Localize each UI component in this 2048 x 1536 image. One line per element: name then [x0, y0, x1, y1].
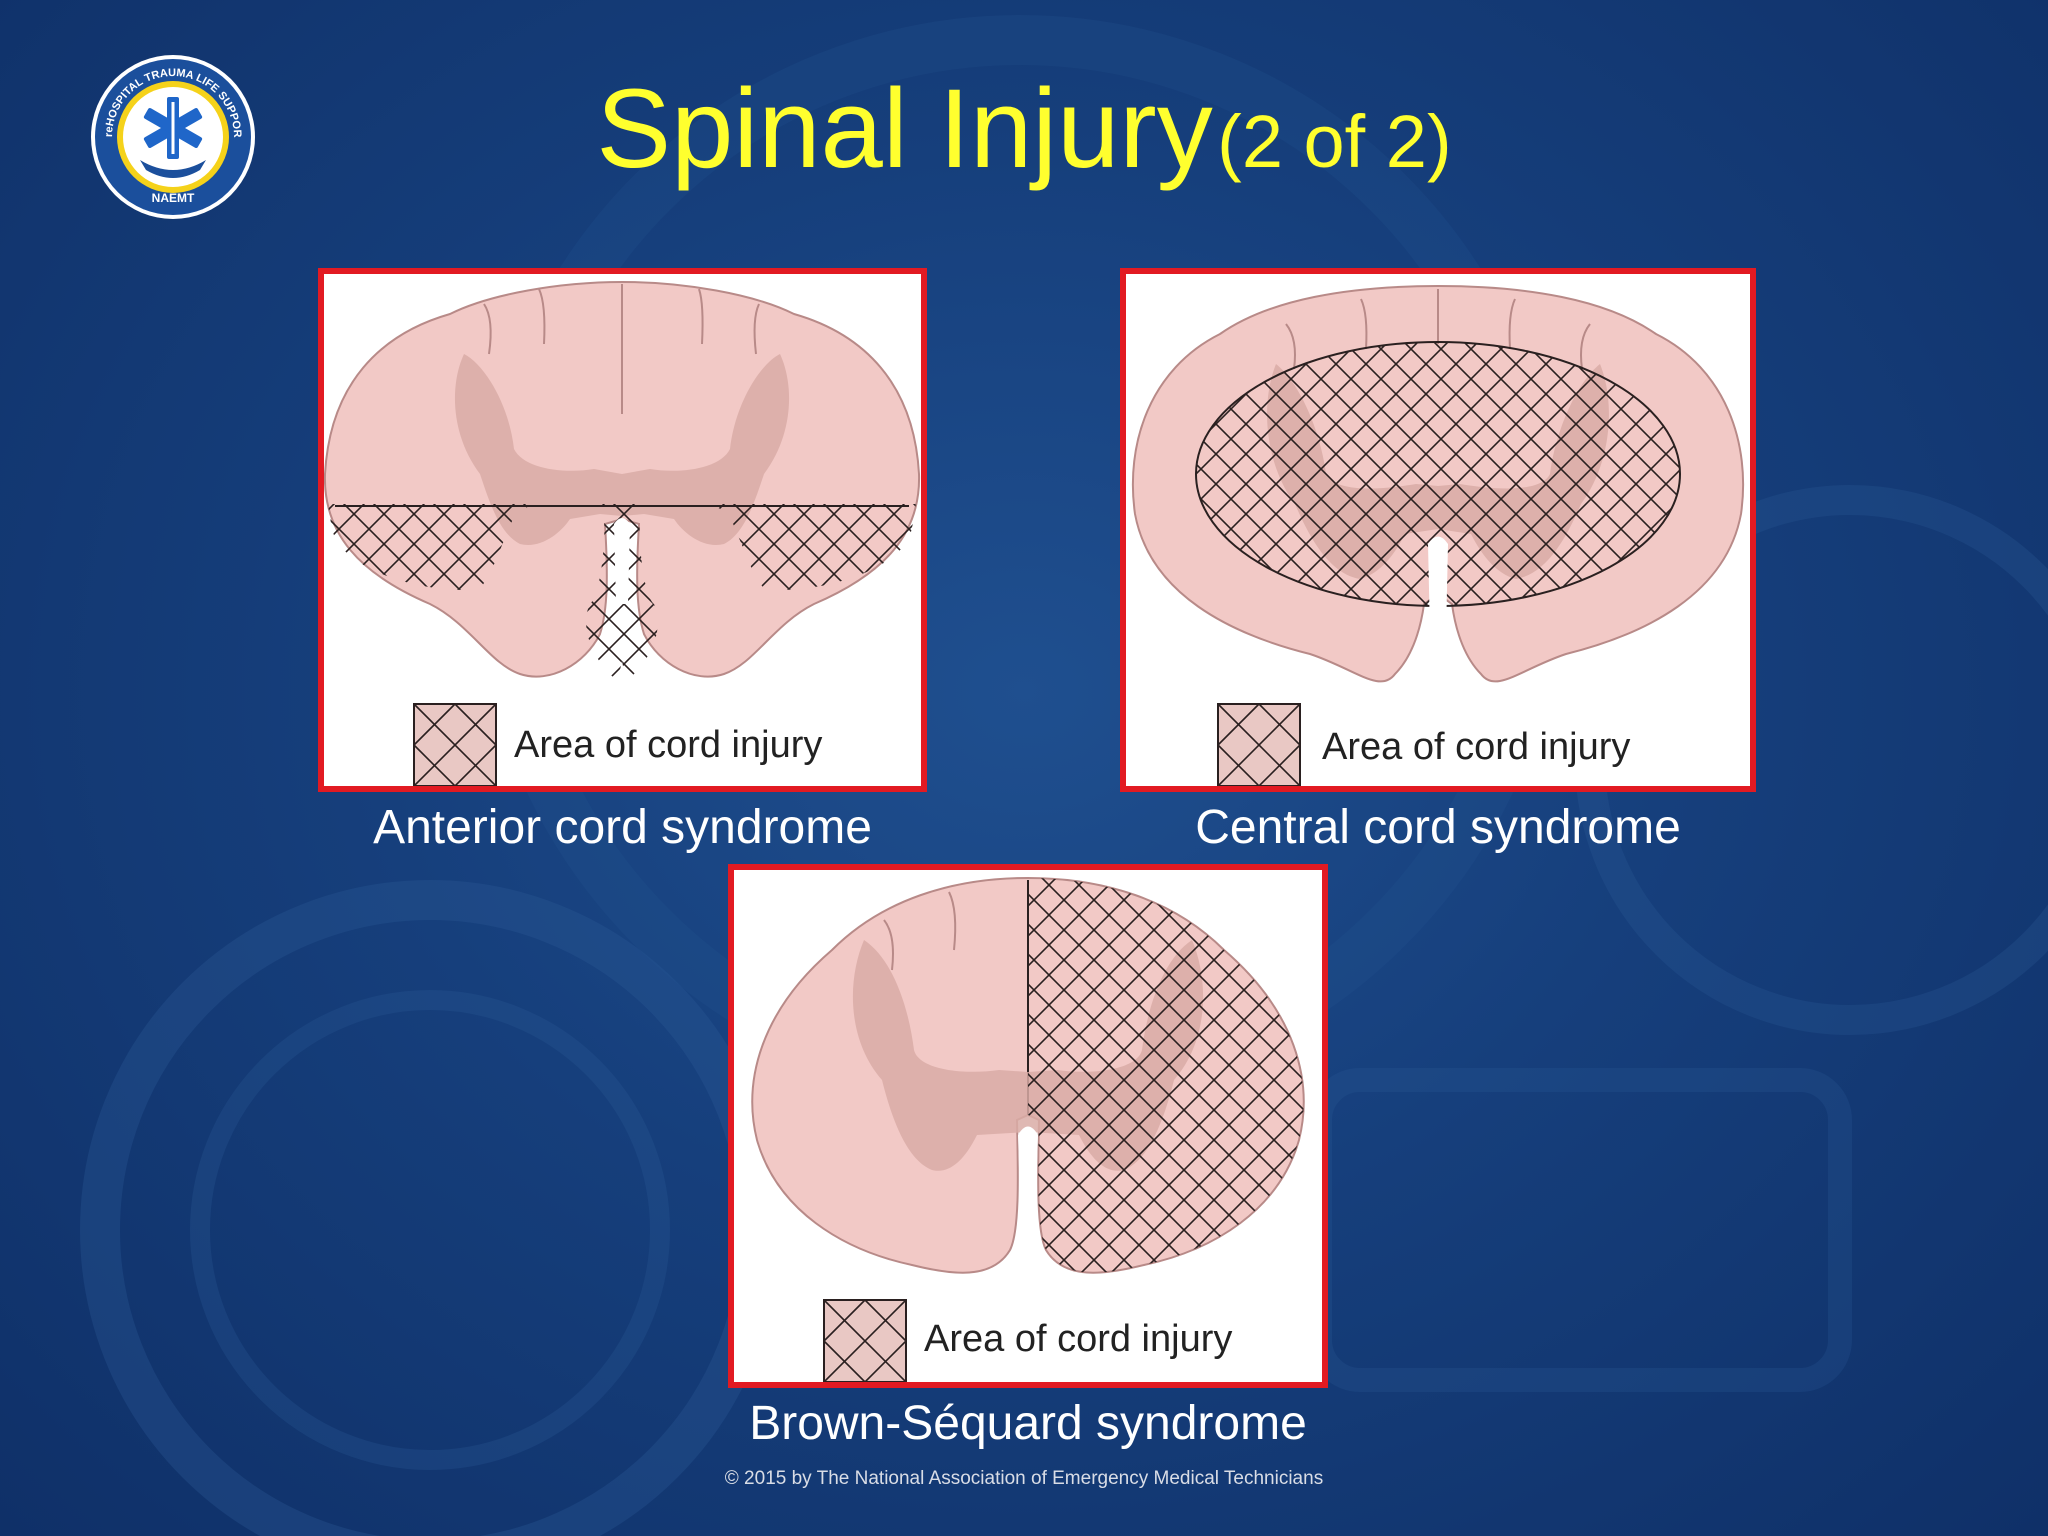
- legend-label: Area of cord injury: [1322, 726, 1631, 768]
- caption-central-cord: Central cord syndrome: [1195, 801, 1681, 854]
- copyright-notice: © 2015 by The National Association of Em…: [724, 1468, 1324, 1489]
- panel-anterior-cord: Area of cord injury: [318, 268, 927, 792]
- logo-bottom-text: NAEMT: [152, 191, 195, 205]
- phtls-logo: NAEMT PreHOSPITAL TRAUMA LIFE SUPPORT: [88, 52, 255, 219]
- caption-brown-sequard: Brown-Séquard syndrome: [749, 1397, 1307, 1450]
- legend-label: Area of cord injury: [924, 1318, 1233, 1360]
- panel-central-cord: Area of cord injury: [1120, 268, 1756, 792]
- gray-matter: [454, 354, 790, 545]
- brown-sequard-diagram: [751, 876, 1305, 1382]
- panel-brown-sequard: Area of cord injury: [728, 864, 1328, 1388]
- central-cord-diagram: [1131, 284, 1745, 786]
- slide-title: Spinal Injury (2 of 2): [0, 64, 2048, 193]
- anterior-cord-diagram: [324, 280, 921, 786]
- injury-area-hemisection: [1028, 878, 1304, 1273]
- title-suffix: (2 of 2): [1217, 100, 1452, 183]
- legend-label: Area of cord injury: [514, 724, 823, 766]
- title-main: Spinal Injury: [596, 66, 1213, 191]
- caption-anterior-cord: Anterior cord syndrome: [373, 801, 872, 854]
